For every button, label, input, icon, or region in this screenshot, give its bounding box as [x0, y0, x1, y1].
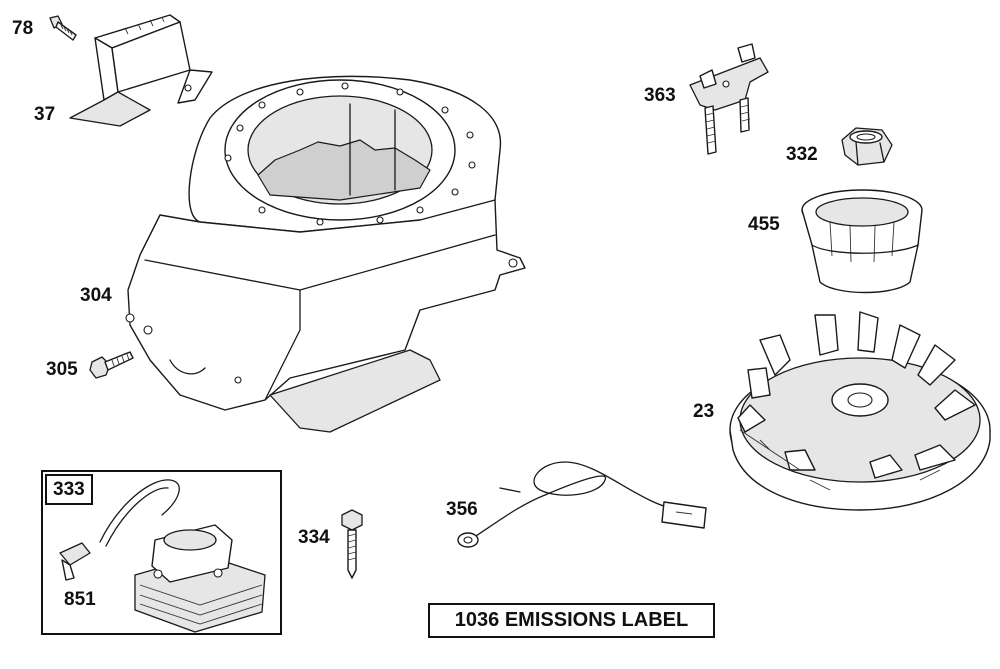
part-label-78[interactable]: 78: [12, 18, 34, 39]
screw-78-drawing: [49, 15, 77, 41]
bracket-363-drawing: [689, 43, 769, 155]
part-label-851[interactable]: 851: [64, 589, 96, 610]
part-label-334[interactable]: 334: [298, 527, 330, 548]
terminal-851-drawing: [59, 542, 91, 581]
part-label-304[interactable]: 304: [80, 285, 112, 306]
nut-332-drawing: [841, 127, 893, 166]
screw-334-drawing: [341, 509, 363, 579]
screw-305-drawing: [89, 351, 134, 379]
armature-group-box: [41, 470, 282, 635]
armature-333-drawing: [99, 479, 266, 633]
starter-cup-455-drawing: [801, 189, 923, 294]
flywheel-23-drawing: [729, 311, 991, 511]
blower-housing-304-drawing: [125, 75, 526, 433]
part-label-333[interactable]: 333: [45, 474, 93, 505]
part-label-455[interactable]: 455: [748, 214, 780, 235]
part-label-332[interactable]: 332: [786, 144, 818, 165]
ground-wire-356-drawing: [457, 461, 707, 548]
part-label-37[interactable]: 37: [34, 104, 56, 125]
part-label-23[interactable]: 23: [693, 401, 715, 422]
part-label-363[interactable]: 363: [644, 85, 676, 106]
part-label-356[interactable]: 356: [446, 499, 478, 520]
part-label-305[interactable]: 305: [46, 359, 78, 380]
emissions-label-box[interactable]: 1036 EMISSIONS LABEL: [428, 603, 715, 638]
air-guide-37-drawing: [69, 14, 213, 127]
